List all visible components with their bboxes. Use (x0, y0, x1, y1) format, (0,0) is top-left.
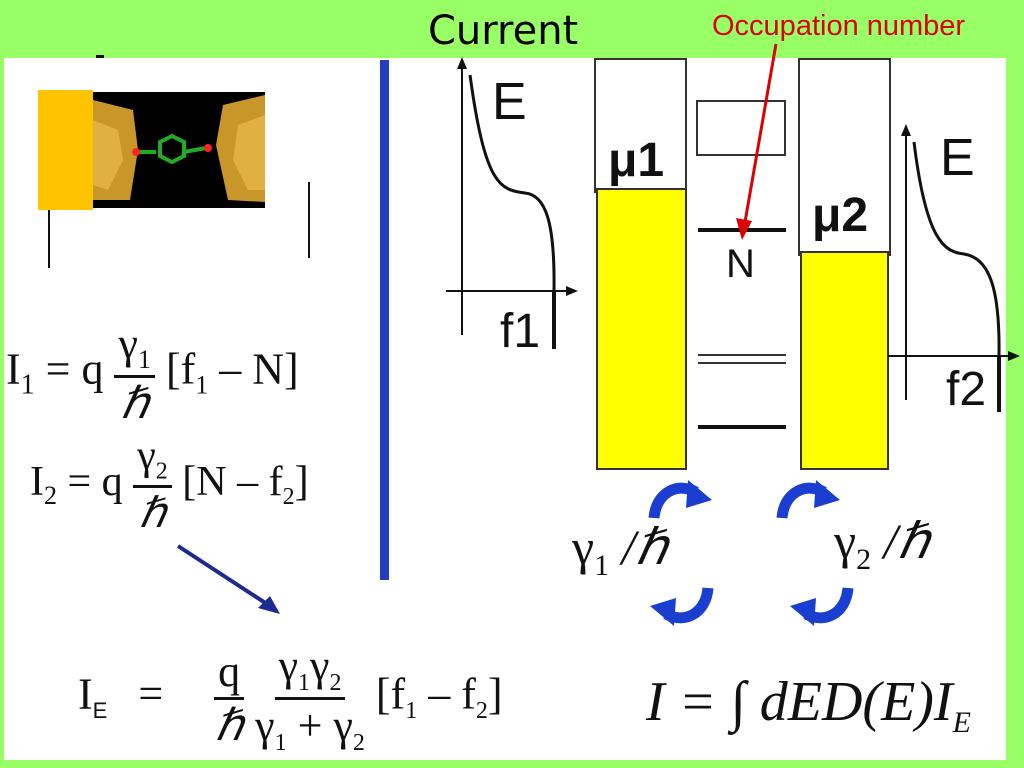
f1-label: f1 (500, 305, 541, 358)
frame-left (0, 58, 4, 768)
bracket-line-left (48, 210, 50, 268)
molecule-level-empty (696, 100, 786, 156)
header-bar (0, 0, 1024, 58)
gamma2-label: γ2 /ℏ (834, 513, 930, 576)
circular-arrow-icon (648, 480, 712, 519)
vertical-divider (380, 60, 389, 580)
contact2-empty-states (798, 58, 891, 256)
n-label: N (726, 242, 755, 286)
e-axis-label-right: E (940, 129, 975, 187)
circular-arrow-icon (776, 480, 840, 519)
molecule-level-double (698, 354, 786, 364)
e-axis-label-left: E (492, 73, 527, 131)
gamma1-label: γ1 /ℏ (572, 519, 668, 582)
molecule-level-low (698, 425, 786, 429)
circular-arrow-icon (790, 587, 854, 626)
mu1-label: μ1 (608, 134, 665, 187)
contact1-empty-states (594, 58, 687, 193)
molecule-junction-image (38, 90, 265, 210)
slide-title: Current (428, 8, 579, 54)
contact1-filled-states (596, 188, 687, 470)
bracket-line-right (308, 182, 310, 258)
mu2-label: μ2 (812, 189, 869, 242)
f2-label: f2 (946, 363, 987, 416)
occupation-number-label: Occupation number (712, 10, 966, 42)
occupation-arrow-icon (736, 43, 778, 240)
frame-right (1006, 58, 1024, 768)
fermi-plot-right (888, 124, 1020, 412)
arrow-down-right-icon (176, 544, 280, 614)
fermi-plot-left (446, 57, 578, 349)
circular-arrow-icon (650, 587, 714, 626)
integral-equation: I = ∫ dED(E)IE (646, 671, 971, 740)
frame-bottom (0, 760, 1024, 768)
tick-mark (96, 55, 104, 58)
contact2-filled-states (800, 251, 889, 470)
